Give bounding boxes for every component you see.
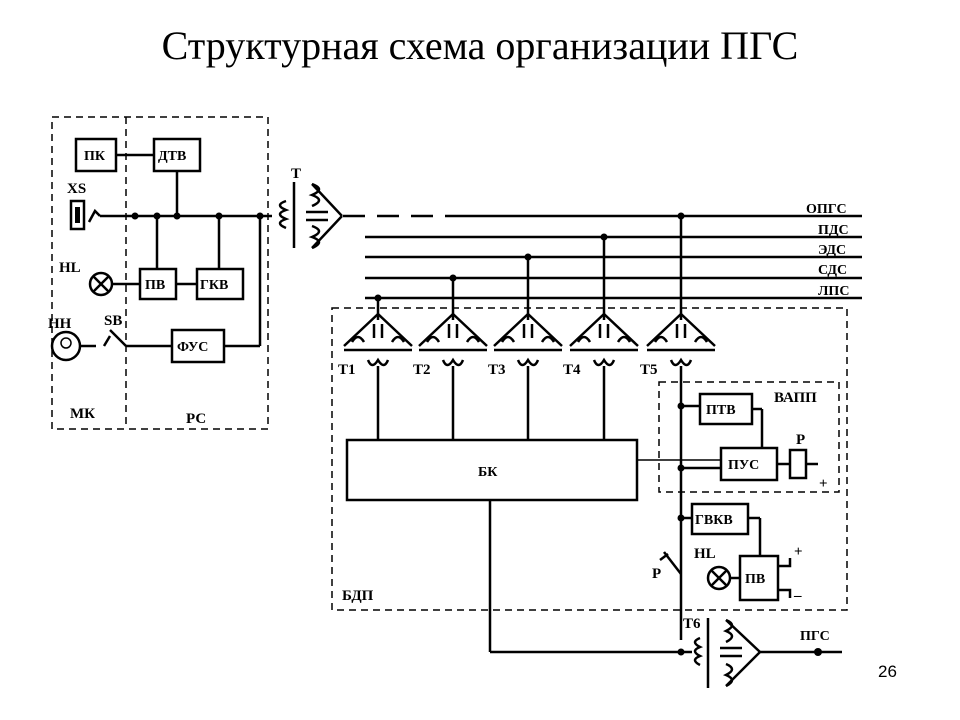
relay-p — [788, 448, 808, 480]
junction — [677, 648, 685, 656]
label-t4: Т4 — [563, 362, 581, 378]
switch-sb-stub — [102, 335, 112, 347]
label-p-switch: Р — [652, 566, 661, 582]
label-t3: Т3 — [488, 362, 506, 378]
block-gkv-label: ГКВ — [200, 278, 228, 293]
block-pv-left-label: ПВ — [145, 278, 165, 293]
label-sb: SB — [104, 313, 122, 329]
block-bk — [345, 438, 639, 502]
bus-label-eds: ЭДС — [818, 243, 846, 258]
switch-p-stub — [659, 553, 669, 561]
region-label-bdp: БДП — [342, 588, 374, 604]
label-t6: Т6 — [683, 616, 701, 632]
block-fus-label: ФУС — [177, 340, 208, 355]
bdp-frame — [331, 307, 848, 611]
transformer-t3 — [493, 313, 563, 440]
block-ptv-label: ПТВ — [706, 403, 736, 418]
transformer-t-secondary — [308, 182, 321, 250]
label-plus-a: + — [819, 476, 828, 492]
lamp-hl-right-x2 — [710, 569, 728, 587]
region-label-rs: РС — [186, 411, 206, 427]
mk-rs-frame — [51, 116, 269, 430]
label-hl-left: HL — [59, 260, 81, 276]
transformer-t2 — [418, 313, 488, 440]
pv-right-minus-wire — [778, 588, 792, 598]
pv-right-plus-wire — [778, 558, 792, 568]
transformer-t-primary — [278, 199, 290, 230]
label-p-relay: Р — [796, 432, 805, 448]
block-gvkv-label: ГВКВ — [695, 513, 733, 528]
block-pk-label: ПК — [84, 149, 106, 164]
junction — [677, 514, 685, 522]
label-t5: Т5 — [640, 362, 658, 378]
telephone-hh-inner — [60, 337, 72, 349]
block-gkv — [195, 267, 245, 301]
label-t1: Т1 — [338, 362, 356, 378]
junction — [600, 233, 608, 241]
junction — [449, 274, 457, 282]
junction — [677, 402, 685, 410]
transformer-t6-secondary — [723, 618, 734, 688]
block-pv-right — [738, 554, 780, 602]
bus-label-lps: ЛПС — [818, 284, 849, 299]
label-hl-right: HL — [694, 546, 716, 562]
region-label-vapp: ВАПП — [774, 390, 817, 406]
bus-label-sds: СДС — [818, 263, 847, 278]
transformer-t1 — [343, 313, 413, 440]
junction — [677, 212, 685, 220]
label-hh: HH — [48, 316, 72, 332]
transformer-t-lead2 — [311, 215, 343, 249]
block-pv-right-label: ПВ — [745, 572, 765, 587]
block-dtv-label: ДТВ — [158, 149, 186, 164]
lamp-hl-left-x2 — [92, 275, 110, 293]
page-number: 26 — [878, 662, 897, 681]
junction — [374, 294, 382, 302]
bus-label-pds: ПДС — [818, 223, 849, 238]
junction — [524, 253, 532, 261]
transformer-t-lead1 — [311, 183, 343, 217]
block-pus-label: ПУС — [728, 458, 759, 473]
xs-socket-pin — [75, 207, 80, 223]
junction — [131, 212, 139, 220]
region-label-mk: МК — [70, 406, 95, 422]
telephone-hh — [50, 330, 82, 362]
block-pus — [719, 446, 779, 482]
label-t2: Т2 — [413, 362, 431, 378]
transformer-t4 — [569, 313, 639, 440]
label-t: Т — [291, 166, 301, 182]
bus-label-pgs: ПГС — [800, 629, 830, 644]
block-bk-label: БК — [478, 465, 498, 480]
switch-sb-blade — [109, 329, 127, 347]
transformer-t6-primary — [693, 636, 704, 667]
label-minus: – — [793, 588, 802, 604]
junction — [173, 212, 181, 220]
label-plus-b: + — [794, 544, 803, 560]
transformer-t6-lead2 — [725, 651, 761, 687]
label-xs: XS — [67, 181, 86, 197]
slide-title: Структурная схема организации ПГС — [161, 23, 799, 68]
vapp-frame — [658, 381, 840, 493]
transformer-t6-lead1 — [725, 619, 761, 653]
bus-label-opgs: ОПГС — [806, 202, 847, 217]
xs-contact — [87, 208, 101, 223]
junction — [677, 464, 685, 472]
transformer-t5 — [646, 313, 716, 640]
